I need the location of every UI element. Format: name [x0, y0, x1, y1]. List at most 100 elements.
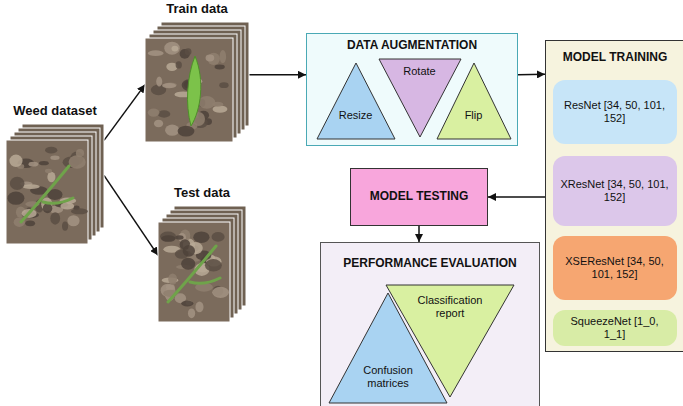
pebble: [47, 172, 55, 183]
triangle-shape: Flip: [436, 62, 512, 140]
heading: Test data: [158, 186, 246, 201]
pebble: [181, 258, 195, 270]
arrow-connector: [518, 74, 545, 76]
model-box: SqueezeNet [1_0, 1_1]: [553, 310, 677, 346]
heading: Weed dataset: [6, 104, 104, 119]
pebble: [168, 273, 177, 284]
pebble: [212, 287, 229, 298]
image-stack-picture: [6, 124, 104, 244]
pebble: [67, 215, 79, 226]
label: Classification report: [410, 294, 490, 319]
triangle-shape: Resize: [316, 62, 396, 140]
triangle-outline: [436, 62, 512, 140]
pebble: [219, 82, 228, 88]
pebble: [76, 149, 84, 157]
label: XSEResNet [34, 50, 101, 152]: [559, 255, 671, 280]
pebble: [193, 231, 209, 243]
label: Resize: [331, 109, 381, 122]
pebble: [161, 235, 176, 242]
weed-leaf: [168, 246, 220, 302]
image-stack: Weed dataset: [6, 104, 104, 244]
process-box: MODEL TESTING: [350, 168, 488, 226]
pebble: [69, 155, 86, 168]
triangle-fill: [317, 63, 395, 139]
image-stack: Train data: [145, 2, 249, 142]
pebble: [206, 55, 215, 62]
label: XResNet [34, 50, 101, 152]: [559, 178, 671, 203]
pebble: [164, 42, 180, 55]
pebble: [215, 65, 225, 70]
pebble: [29, 162, 39, 167]
image-stack: Test data: [158, 186, 246, 322]
pebble: [176, 61, 182, 68]
process-panel: DATA AUGMENTATION Resize RotateFlip: [306, 33, 518, 146]
pebble: [148, 108, 160, 116]
heading: MODEL TRAINING: [546, 51, 683, 65]
pebble: [71, 208, 88, 214]
pebble: [181, 301, 193, 307]
pebble: [154, 120, 163, 128]
label: ResNet [34, 50, 101, 152]: [559, 99, 671, 124]
pebble: [43, 203, 52, 213]
pebble: [50, 156, 59, 160]
pebble: [195, 302, 203, 313]
heading: DATA AUGMENTATION: [307, 39, 517, 53]
label: Rotate: [392, 65, 448, 78]
label: SqueezeNet [1_0, 1_1]: [559, 315, 671, 340]
pebble: [175, 235, 183, 239]
pebble: [62, 221, 68, 230]
model-box: XResNet [34, 50, 101, 152]: [553, 156, 677, 226]
pebble: [188, 308, 195, 318]
pebble: [183, 245, 195, 257]
triangle-fill: [386, 285, 514, 397]
pebble: [162, 83, 176, 88]
pebble: [160, 232, 176, 242]
pebble: [39, 161, 49, 165]
pebble: [178, 126, 195, 137]
pebble: [25, 220, 35, 226]
pebble: [165, 124, 179, 135]
pebble: [9, 155, 22, 168]
label: Flip: [454, 109, 494, 122]
arrow-connector: [249, 74, 306, 76]
model-box: ResNet [34, 50, 101, 152]: [553, 80, 677, 144]
pebble: [10, 177, 25, 190]
pebble: [148, 50, 164, 56]
heading: Train data: [145, 2, 249, 17]
pebble: [220, 50, 227, 63]
pebble: [156, 76, 162, 86]
pebble: [7, 191, 24, 204]
pebble: [158, 110, 171, 117]
pebble: [212, 232, 225, 242]
pebble: [166, 284, 175, 289]
pebble: [205, 259, 222, 271]
pebble: [171, 46, 178, 52]
label: MODEL TESTING: [370, 190, 468, 204]
pebble: [45, 169, 52, 173]
image-stack-picture: [158, 206, 246, 322]
model-box: XSEResNet [34, 50, 101, 152]: [553, 236, 677, 300]
arrow-connector: [488, 196, 545, 198]
heading: PERFORMANCE EVALUATION: [321, 257, 539, 271]
photo-frame: [158, 222, 230, 322]
pebble: [212, 102, 223, 107]
process-panel: PERFORMANCE EVALUATION Confusion matrices…: [320, 242, 540, 406]
pebble: [45, 147, 57, 154]
triangle-outline: [316, 62, 396, 140]
image-stack-picture: [145, 22, 249, 142]
pebble: [22, 184, 39, 189]
process-panel: MODEL TRAINING ResNet [34, 50, 101, 152] X…: [545, 40, 683, 352]
label: Confusion matrices: [357, 364, 419, 389]
weed-leaf: [188, 56, 201, 126]
pebble: [185, 48, 192, 55]
photo-frame: [145, 38, 233, 142]
arrow-connector: [104, 85, 145, 141]
pebble: [50, 212, 60, 224]
photo-frame: [6, 140, 88, 244]
arrow-connector: [104, 175, 158, 255]
arrow-connector: [418, 226, 420, 242]
weed-leaf: [21, 166, 73, 222]
triangle-fill: [437, 63, 511, 139]
pebble: [198, 96, 215, 109]
